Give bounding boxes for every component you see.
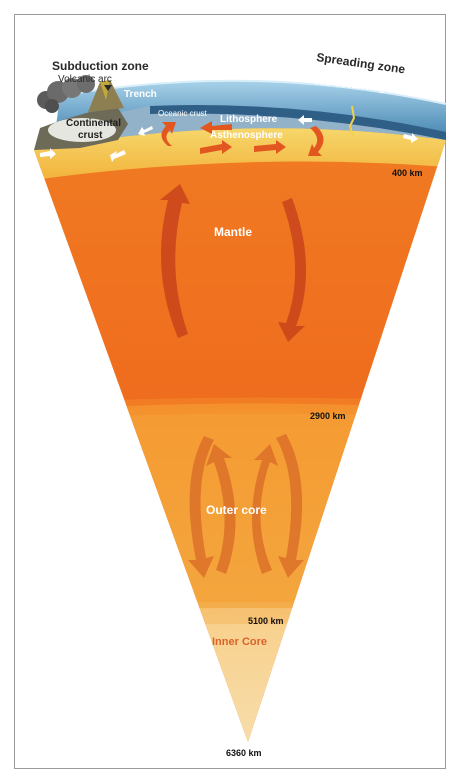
spreading-zone-label: Spreading zone: [316, 50, 407, 76]
subduction-zone-label: Subduction zone: [52, 59, 149, 73]
depth-2900-label: 2900 km: [310, 411, 346, 421]
continental-crust-label-line2: crust: [78, 130, 103, 141]
oceanic-crust-label: Oceanic crust: [158, 109, 208, 118]
depth-6360-label: 6360 km: [226, 748, 262, 758]
outer-core-layer: [20, 403, 460, 783]
depth-400-label: 400 km: [392, 168, 423, 178]
continental-crust-label-line1: Continental: [66, 118, 121, 129]
depth-5100-label: 5100 km: [248, 616, 284, 626]
asthenosphere-label: Asthenosphere: [210, 130, 283, 141]
inner-core-label: Inner Core: [212, 636, 267, 648]
lithosphere-label: Lithosphere: [220, 114, 278, 125]
trench-label: Trench: [124, 89, 157, 100]
volcanic-arc-label: Volcanic arc: [58, 74, 112, 85]
outer-core-label: Outer core: [206, 503, 267, 517]
mantle-label: Mantle: [214, 225, 252, 239]
